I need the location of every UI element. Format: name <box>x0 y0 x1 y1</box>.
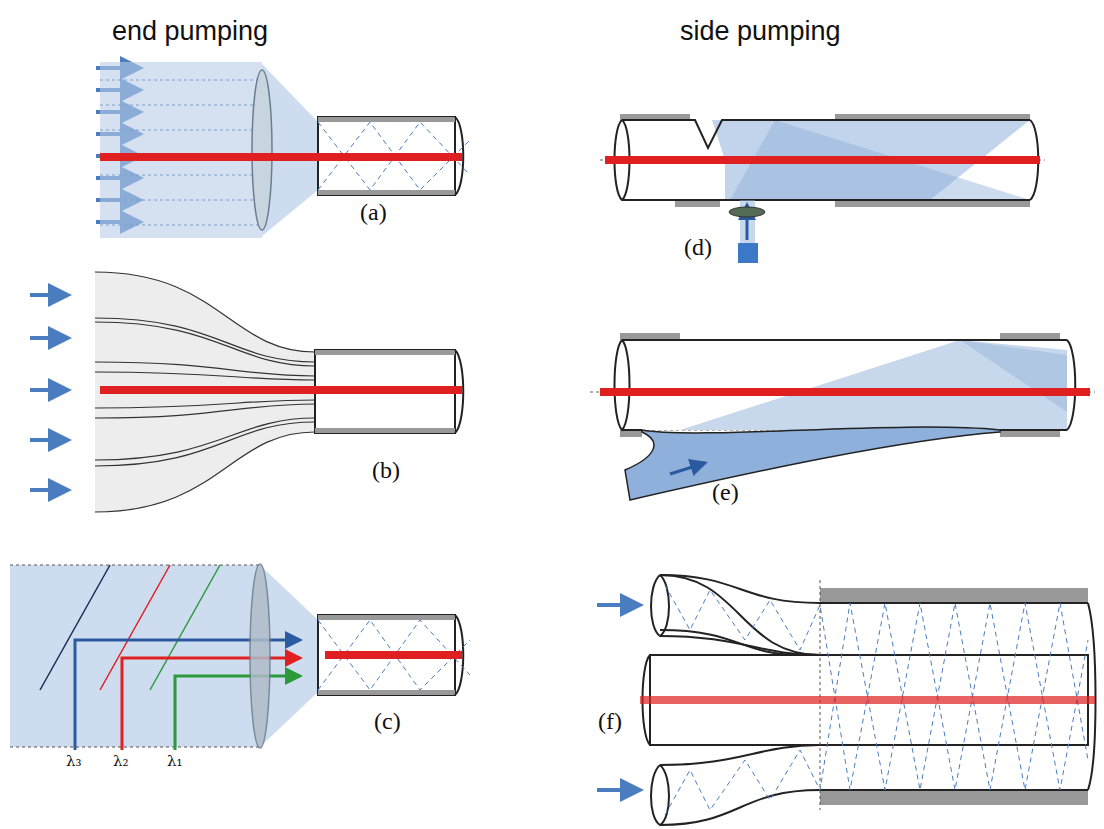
wavelength-label: λ₂ <box>113 754 129 769</box>
v-groove-side-pump <box>600 114 1045 263</box>
column-heading: side pumping <box>680 18 841 45</box>
end-pump-lens <box>100 62 470 238</box>
angled-fiber-side-pump <box>590 333 1095 500</box>
wavelength-label: λ₁ <box>167 754 183 769</box>
panel-letter: (a) <box>360 200 387 224</box>
wavelength-combiner <box>10 564 470 750</box>
panel-letter: (e) <box>712 480 739 504</box>
wavelength-label: λ₃ <box>66 754 82 769</box>
panel-letter: (f) <box>596 708 624 734</box>
panel-letter: (c) <box>372 708 403 734</box>
fiber-bundle <box>95 272 463 512</box>
column-heading: end pumping <box>112 18 268 45</box>
panel-letter: (d) <box>684 235 712 259</box>
tapered-fiber-coupler <box>640 575 1096 825</box>
panel-letter: (b) <box>372 458 400 482</box>
